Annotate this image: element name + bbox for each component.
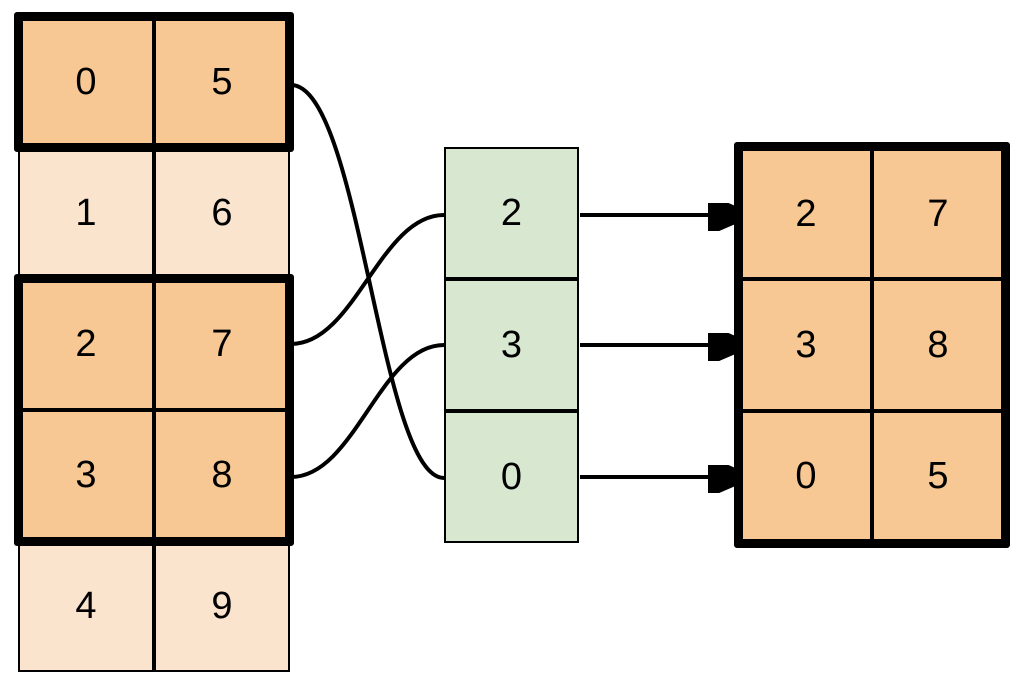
source-array-table: 0 5 1 6 2 7 3 8 4 9	[18, 16, 290, 672]
source-cell-r1c0: 1	[18, 147, 154, 279]
connector-source-row0-to-index-2	[290, 83, 445, 480]
source-cell-r0c1: 5	[154, 16, 290, 148]
result-cell-r1c0: 3	[740, 279, 872, 411]
source-cell-r1c1: 6	[154, 147, 290, 279]
result-cell-r2c0: 0	[740, 410, 872, 542]
result-cell-r1c1: 8	[872, 279, 1004, 411]
connector-source-row3-to-index-1	[290, 343, 445, 479]
source-cell-r4c0: 4	[18, 540, 154, 672]
source-cell-r4c1: 9	[154, 540, 290, 672]
source-cell-r0c0: 0	[18, 16, 154, 148]
connector-source-row2-to-index-0	[290, 213, 445, 346]
index-cell-2: 0	[444, 411, 579, 543]
result-cell-r2c1: 5	[872, 410, 1004, 542]
source-cell-r3c1: 8	[154, 409, 290, 541]
result-cell-r0c1: 7	[872, 148, 1004, 280]
index-cell-0: 2	[444, 147, 579, 279]
result-array-table: 2 7 3 8 0 5	[740, 148, 1004, 542]
source-cell-r2c1: 7	[154, 278, 290, 410]
source-cell-r2c0: 2	[18, 278, 154, 410]
index-cell-1: 3	[444, 279, 579, 411]
source-cell-r3c0: 3	[18, 409, 154, 541]
result-cell-r0c0: 2	[740, 148, 872, 280]
index-array-column: 2 3 0	[444, 147, 579, 543]
